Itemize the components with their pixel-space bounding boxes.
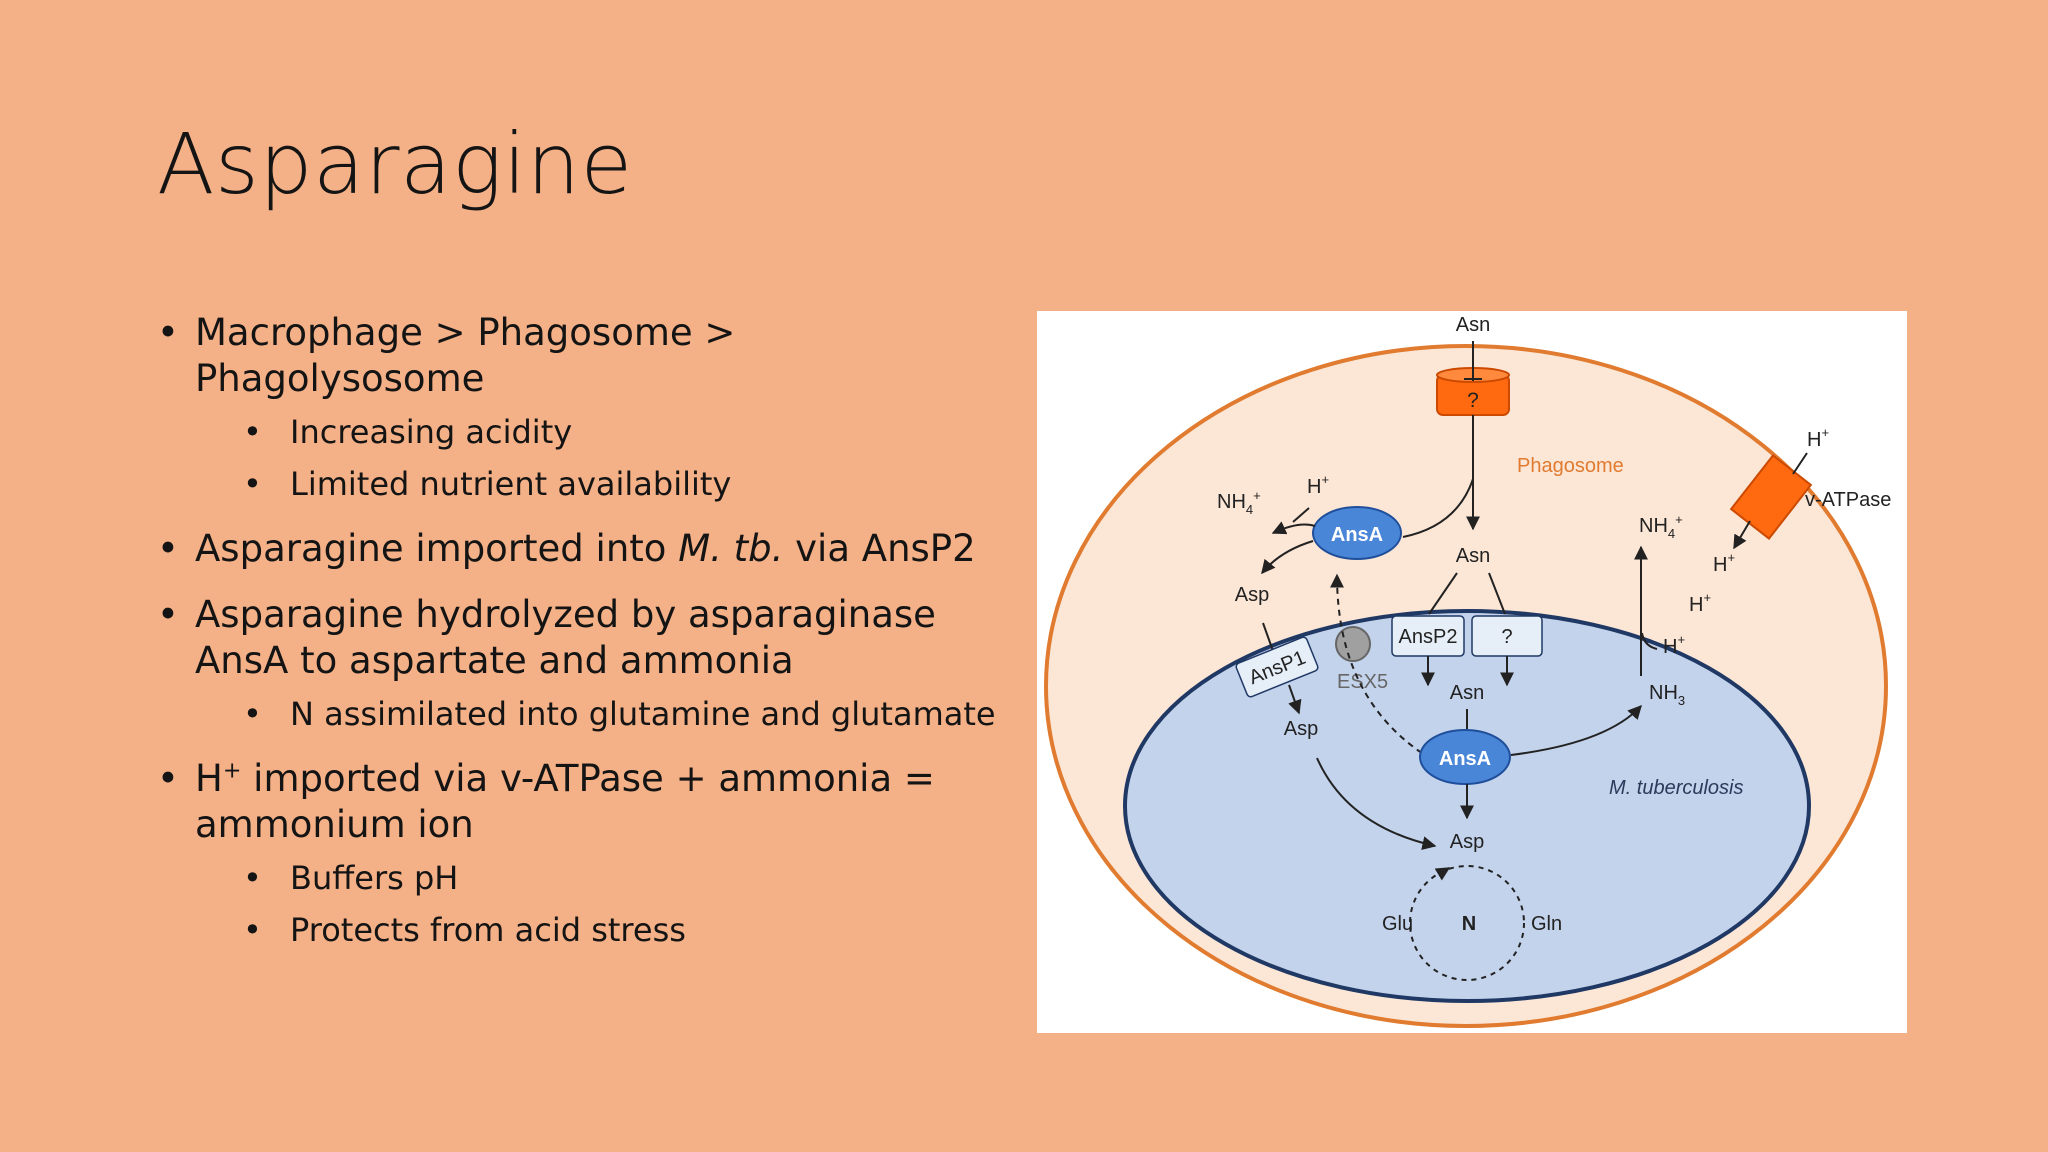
sub-bullet: N assimilated into glutamine and glutama…: [243, 692, 1007, 736]
bullet-2: Asparagine imported into M. tb. via AnsP…: [157, 526, 1007, 572]
ansa-cell-enzyme: [1419, 729, 1511, 785]
h-plus-to-nh4-line: [1292, 507, 1310, 523]
nitrogen-cycle: [1409, 865, 1525, 981]
asp-center-label: Asp: [1450, 831, 1484, 853]
v-atpase-pump: [1729, 454, 1813, 540]
asn-to-unknown-line: [1488, 572, 1506, 615]
asp-phagosome-label: Asp: [1235, 584, 1269, 606]
cycle-arrow: [1434, 867, 1451, 881]
nh4-release-arrow: [1271, 521, 1316, 535]
ansa-secretion-path: [1330, 573, 1432, 760]
bullet-3-text: Asparagine hydrolyzed by asparaginase An…: [195, 593, 936, 682]
h-plus-left-label: H+: [1307, 472, 1329, 498]
bullet-3: Asparagine hydrolyzed by asparaginase An…: [157, 592, 1007, 736]
bullet-3-sublist: N assimilated into glutamine and glutama…: [243, 692, 1007, 736]
asparagine-pathway-figure: ? Asn Phagosome v-ATPase H+ H+ H+ H+ NH4…: [1037, 311, 1907, 1033]
h-plus-label: H+: [1713, 550, 1735, 576]
bullet-4-text-end: imported via v-ATPase + ammonia = ammoni…: [195, 757, 935, 846]
sub-bullet: Limited nutrient availability: [243, 462, 1007, 506]
asn-cell-label: Asn: [1450, 682, 1484, 704]
ansa-phagosome-enzyme: [1312, 506, 1402, 560]
pathway-diagram: ? Asn Phagosome v-ATPase H+ H+ H+ H+ NH4…: [1044, 314, 1891, 1028]
ansp2-label: AnsP2: [1399, 626, 1458, 648]
ansp2-transporter: AnsP2: [1391, 615, 1465, 657]
unknown-transporter-cell: ?: [1471, 615, 1543, 657]
asn-outside-label: Asn: [1456, 314, 1490, 336]
h-plus-inward-arrow: [1733, 520, 1751, 550]
esx5-label: ESX5: [1337, 671, 1388, 693]
v-atpase-label: v-ATPase: [1805, 489, 1891, 511]
h-plus-label: H+: [1689, 590, 1711, 616]
bullet-1-text: Macrophage > Phagosome > Phagolysosome: [195, 311, 736, 400]
bullet-2-text: Asparagine imported into: [195, 527, 679, 570]
bullet-1: Macrophage > Phagosome > Phagolysosome I…: [157, 310, 1007, 506]
h-plus-line: [1792, 452, 1808, 475]
transporter-question-label: ?: [1467, 389, 1479, 412]
nh3-label: NH3: [1649, 682, 1685, 708]
bullet-4-superscript: +: [222, 757, 242, 784]
bullet-1-sublist: Increasing acidity Limited nutrient avai…: [243, 410, 1007, 506]
h-plus-top-label: H+: [1807, 425, 1829, 451]
glu-label: Glu: [1382, 913, 1413, 935]
ansa-to-asp-arrow: [1261, 540, 1314, 575]
unknown-cell-label: ?: [1501, 626, 1512, 648]
mtb-label: M. tuberculosis: [1609, 777, 1744, 799]
nh4-right-label: NH4+: [1639, 512, 1683, 541]
bullet-list: Macrophage > Phagosome > Phagolysosome I…: [157, 310, 1007, 972]
ansp1-import-arrow: [1288, 684, 1302, 715]
ansa-to-nh3-arrow: [1510, 704, 1642, 756]
bullet-4: H+ imported via v-ATPase + ammonia = amm…: [157, 756, 1007, 952]
asp-to-center-arrow: [1316, 757, 1437, 851]
esx5-secretion-system: [1335, 626, 1371, 662]
asn-phagosome-label: Asn: [1456, 545, 1490, 567]
sub-bullet: Increasing acidity: [243, 410, 1007, 454]
phagosome-label: Phagosome: [1517, 455, 1624, 477]
gln-label: Gln: [1531, 913, 1562, 935]
asn-to-ansp2-line: [1428, 572, 1458, 615]
sub-bullet: Protects from acid stress: [243, 908, 1007, 952]
ansa-cell-label: AnsA: [1439, 748, 1491, 770]
bullet-4-text: H: [195, 757, 223, 800]
asp-to-ansp1-line: [1262, 622, 1274, 652]
bullet-2-emphasis: M. tb.: [678, 527, 784, 570]
nh4-left-label: NH4+: [1217, 488, 1261, 517]
sub-bullet: Buffers pH: [243, 856, 1007, 900]
slide-title: Asparagine: [157, 115, 633, 213]
asn-to-ansa-curve: [1402, 478, 1474, 538]
asp-cell-label: Asp: [1284, 718, 1318, 740]
h-plus-join-curve: [1641, 632, 1658, 650]
nitrogen-label: N: [1462, 913, 1476, 935]
bullet-2-text-end: via AnsP2: [783, 527, 976, 570]
h-plus-label: H+: [1663, 632, 1685, 658]
bullet-4-sublist: Buffers pH Protects from acid stress: [243, 856, 1007, 952]
ansa-phagosome-label: AnsA: [1331, 524, 1383, 546]
unknown-transporter-top: ?: [1436, 367, 1510, 416]
